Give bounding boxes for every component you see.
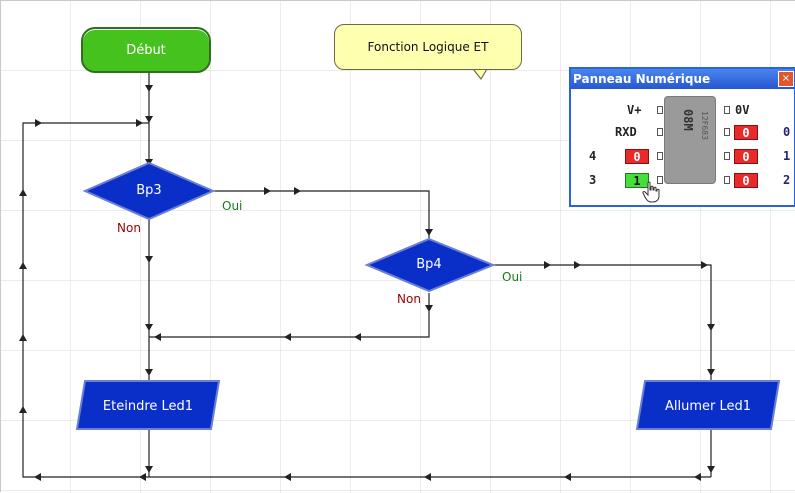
close-icon[interactable]: × <box>778 71 794 87</box>
decision-bp4-label: Bp4 <box>416 257 442 272</box>
action-eteindre-label: Eteindre Led1 <box>102 398 194 414</box>
pin-square <box>724 176 730 184</box>
decision-bp3[interactable]: Bp3 <box>119 183 179 198</box>
microcontroller-chip: 08M 12F683 <box>665 97 715 183</box>
comment-bubble[interactable]: Fonction Logique ET <box>334 24 522 70</box>
start-label: Début <box>126 42 166 58</box>
decision-bp4-no-label: Non <box>397 292 421 306</box>
pin-square <box>657 128 663 136</box>
pin-square <box>657 176 663 184</box>
flow-arrows <box>19 85 715 481</box>
decision-bp4-yes-label: Oui <box>502 270 523 284</box>
pin-number-2: 2 <box>783 173 791 187</box>
start-block[interactable]: Début <box>81 27 211 73</box>
decision-bp4-shape <box>364 237 496 293</box>
pin-number-1: 1 <box>783 149 791 163</box>
decision-bp3-no-label: Non <box>117 221 141 235</box>
chip-ref: 12F683 <box>700 111 709 140</box>
output-pin0-led: 0 <box>734 125 758 140</box>
chip-name: 08M <box>681 109 695 131</box>
decision-bp3-label: Bp3 <box>136 183 162 198</box>
digital-panel-window[interactable]: Panneau Numérique × V+ RXD 4 3 08M 12F68… <box>569 67 795 207</box>
pin-square <box>724 152 730 160</box>
hand-cursor-icon <box>642 181 660 203</box>
flow-links <box>22 73 712 478</box>
action-right-shape <box>635 380 781 430</box>
pin-square <box>657 152 663 160</box>
pin-square <box>724 106 730 114</box>
pin-label-3: 3 <box>589 173 597 187</box>
output-pin2-led: 0 <box>734 173 758 188</box>
action-allumer-label: Allumer Led1 <box>664 398 752 414</box>
pin-square <box>657 106 663 114</box>
output-pin1-led: 0 <box>734 149 758 164</box>
input-pin4-toggle[interactable]: 0 <box>625 149 649 164</box>
digital-panel-title[interactable]: Panneau Numérique <box>571 69 794 89</box>
pin-label-vplus: V+ <box>627 103 642 117</box>
action-allumer-led1[interactable]: Allumer Led1 <box>641 383 775 429</box>
pin-label-0v: 0V <box>735 103 750 117</box>
action-left-shape <box>75 380 221 430</box>
digital-panel-title-text: Panneau Numérique <box>573 72 711 86</box>
pin-square <box>724 128 730 136</box>
action-eteindre-led1[interactable]: Eteindre Led1 <box>81 383 215 429</box>
input-pin3-toggle[interactable]: 1 <box>625 173 649 188</box>
decision-bp3-yes-label: Oui <box>222 199 243 213</box>
pin-label-rxd: RXD <box>615 125 637 139</box>
pin-label-4: 4 <box>589 149 597 163</box>
pin-number-0: 0 <box>783 125 791 139</box>
comment-text: Fonction Logique ET <box>367 40 489 54</box>
decision-bp3-shape <box>82 161 216 221</box>
decision-bp4[interactable]: Bp4 <box>399 257 459 272</box>
